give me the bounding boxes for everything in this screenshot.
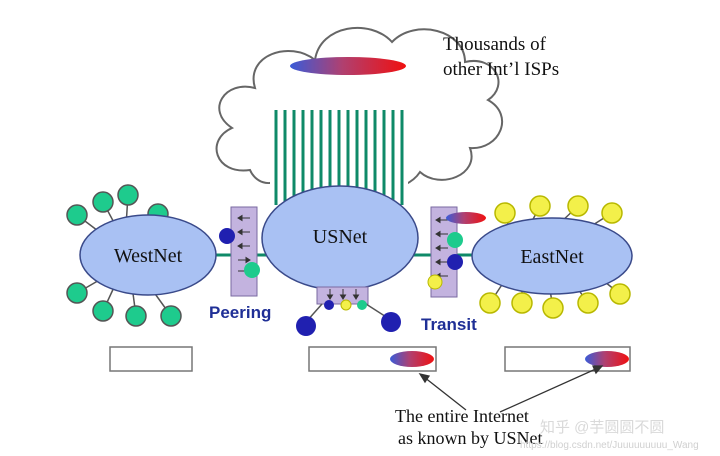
usnet-customer-node [381,312,401,332]
eastnet-label: EastNet [520,246,584,268]
caption-line1: The entire Internet [395,406,529,426]
eastnet-view-pill [585,351,629,367]
usnet-customer-node [296,316,316,336]
westnet-node [125,305,147,327]
transit-navy-node [447,254,463,270]
peering-label: Peering [209,303,271,322]
westnet-node [160,305,182,327]
peering-green-node [244,262,260,278]
usnet-customer-node [357,300,367,310]
cloud-label-line1: Thousands of [443,34,547,55]
eastnet-node [542,297,564,319]
westnet-cloud [79,214,217,296]
eastnet-node [577,292,599,314]
eastnet-cloud [471,217,633,295]
westnet-node [92,300,114,322]
transit-isp-pill [446,212,486,224]
transit-label: Transit [421,315,477,334]
eastnet-node [479,292,501,314]
westnet-node [66,204,88,226]
caption-line2: as known by USNet [398,428,543,448]
usnet-view-pill [390,351,434,367]
westnet-node [66,282,88,304]
eastnet-customers [479,195,631,319]
eastnet-node [609,283,631,305]
transit-yellow-node [427,274,443,290]
eastnet-node [494,202,516,224]
eastnet-node [567,195,589,217]
caption-arrows [418,365,604,413]
transit-green-node [447,232,463,248]
cloud-label-line2: other Int’l ISPs [443,59,559,80]
usnet-label: USNet [313,226,368,248]
network-view-boxes [109,346,631,372]
usnet-customer-node [324,300,334,310]
eastnet-node [601,202,623,224]
cloud-isp-pill [290,57,406,75]
usnet-customer-node [340,299,352,311]
watermark-sub: https://blog.csdn.net/Juuuuuuuuu_Wang [520,440,699,451]
peering-interconnect [219,206,260,297]
eastnet-node [511,292,533,314]
westnet-node [92,191,114,213]
westnet-view-box [109,346,193,372]
transit-interconnect [427,206,486,298]
usnet-customer-access [296,286,401,336]
eastnet-node [529,195,551,217]
watermark-main: 知乎 @芋圆圆不圆 [540,419,664,436]
westnet-label: WestNet [114,245,183,267]
westnet-node [117,184,139,206]
peering-navy-node [219,228,235,244]
